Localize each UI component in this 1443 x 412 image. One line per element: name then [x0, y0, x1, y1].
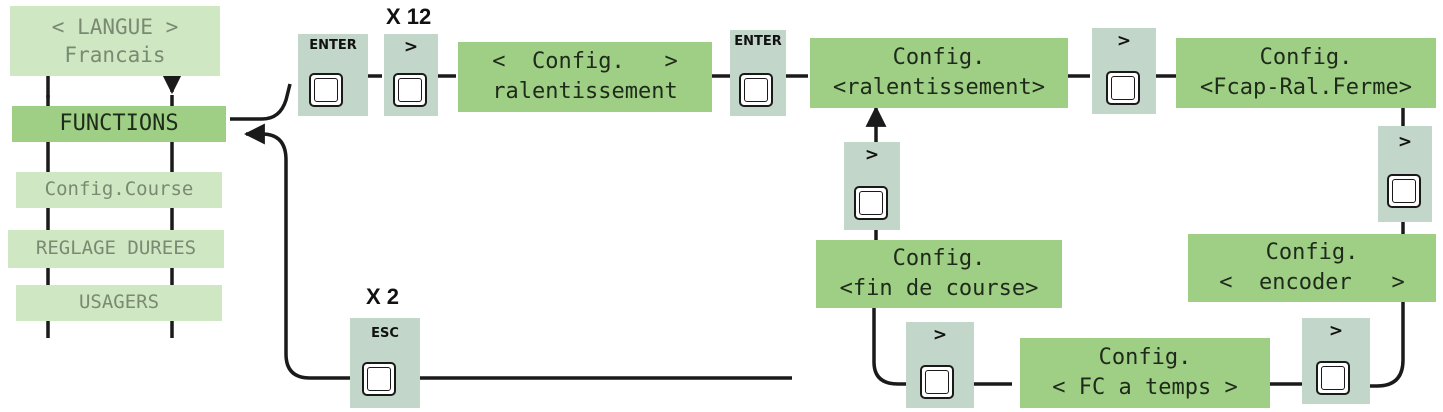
screen-fin-de-course-line2: <fin de course> [839, 276, 1039, 301]
menu-config-course: Config.Course [16, 172, 222, 208]
screen-ralentissement-menu: < Config. > ralentissement [458, 42, 712, 112]
enter-key-1[interactable]: ENTER [298, 34, 368, 116]
screen-fc-temps: Config. < FC a temps > [1020, 338, 1270, 408]
menu-langue-value: Francais [64, 43, 166, 67]
screen-ralentissement-menu-line2: ralentissement [492, 79, 678, 104]
esc-button[interactable] [362, 362, 396, 396]
menu-functions: FUNCTIONS [12, 106, 226, 142]
next-button-5[interactable] [920, 365, 954, 399]
next-button-6[interactable] [1316, 361, 1350, 395]
menu-config-course-label: Config.Course [44, 178, 194, 201]
menu-functions-label: FUNCTIONS [59, 111, 179, 137]
screen-encoder-line1: Config. [1265, 240, 1359, 266]
menu-langue-title: < LANGUE > [51, 14, 179, 39]
menu-usagers-label: USAGERS [78, 291, 160, 314]
screen-ralentissement-selected-line1: Config. [892, 45, 986, 71]
enter-button-1[interactable] [309, 73, 343, 107]
menu-reglage-durees-label: REGLAGE DUREES [35, 237, 197, 260]
screen-fc-temps-line2: < FC a temps > [1052, 375, 1238, 400]
menu-usagers: USAGERS [16, 285, 222, 321]
menu-reglage-durees: REGLAGE DUREES [8, 230, 224, 268]
screen-ralentissement-menu-line1: < Config. > [492, 49, 678, 75]
screen-fcap-ral-ferme: Config. <Fcap-Ral.Ferme> [1176, 38, 1436, 108]
next-key-2-label: > [1116, 31, 1132, 51]
repeat-count-x12: X 12 [386, 4, 432, 29]
next-key-3-label: > [1397, 132, 1413, 152]
next-button-3[interactable] [1387, 174, 1421, 208]
next-key-5-label: > [932, 325, 948, 345]
repeat-count-x2: X 2 [366, 284, 400, 309]
screen-ralentissement-selected: Config. <ralentissement> [810, 38, 1068, 108]
enter-key-1-label: ENTER [309, 38, 357, 53]
next-key-4-label: > [864, 145, 880, 165]
next-button-2[interactable] [1106, 71, 1140, 105]
screen-fc-temps-line1: Config. [1098, 345, 1192, 371]
enter-key-2-label: ENTER [734, 34, 782, 49]
screen-fcap-ral-ferme-line2: <Fcap-Ral.Ferme> [1200, 75, 1412, 100]
enter-key-2[interactable]: ENTER [730, 30, 786, 116]
next-key-6[interactable]: > [1302, 318, 1370, 404]
next-key-3[interactable]: > [1378, 126, 1432, 222]
next-key-1-label: > [403, 37, 419, 57]
screen-encoder-line2: < encoder > [1219, 270, 1405, 295]
next-key-2[interactable]: > [1092, 28, 1156, 114]
screen-fin-de-course: Config. <fin de course> [816, 240, 1062, 308]
next-key-1[interactable]: > [384, 34, 438, 116]
enter-button-2[interactable] [739, 73, 773, 107]
screen-encoder: Config. < encoder > [1188, 234, 1436, 302]
screen-fin-de-course-line1: Config. [892, 246, 986, 272]
next-key-6-label: > [1328, 321, 1344, 341]
next-button-4[interactable] [854, 186, 888, 220]
screen-fcap-ral-ferme-line1: Config. [1259, 45, 1353, 71]
screen-ralentissement-selected-line2: <ralentissement> [833, 75, 1045, 100]
esc-key[interactable]: ESC [350, 318, 420, 408]
menu-langue: < LANGUE > Francais [10, 6, 220, 76]
esc-key-label: ESC [371, 326, 399, 341]
next-key-4[interactable]: > [844, 142, 900, 230]
next-key-5[interactable]: > [906, 322, 974, 408]
next-button-1[interactable] [393, 73, 427, 107]
